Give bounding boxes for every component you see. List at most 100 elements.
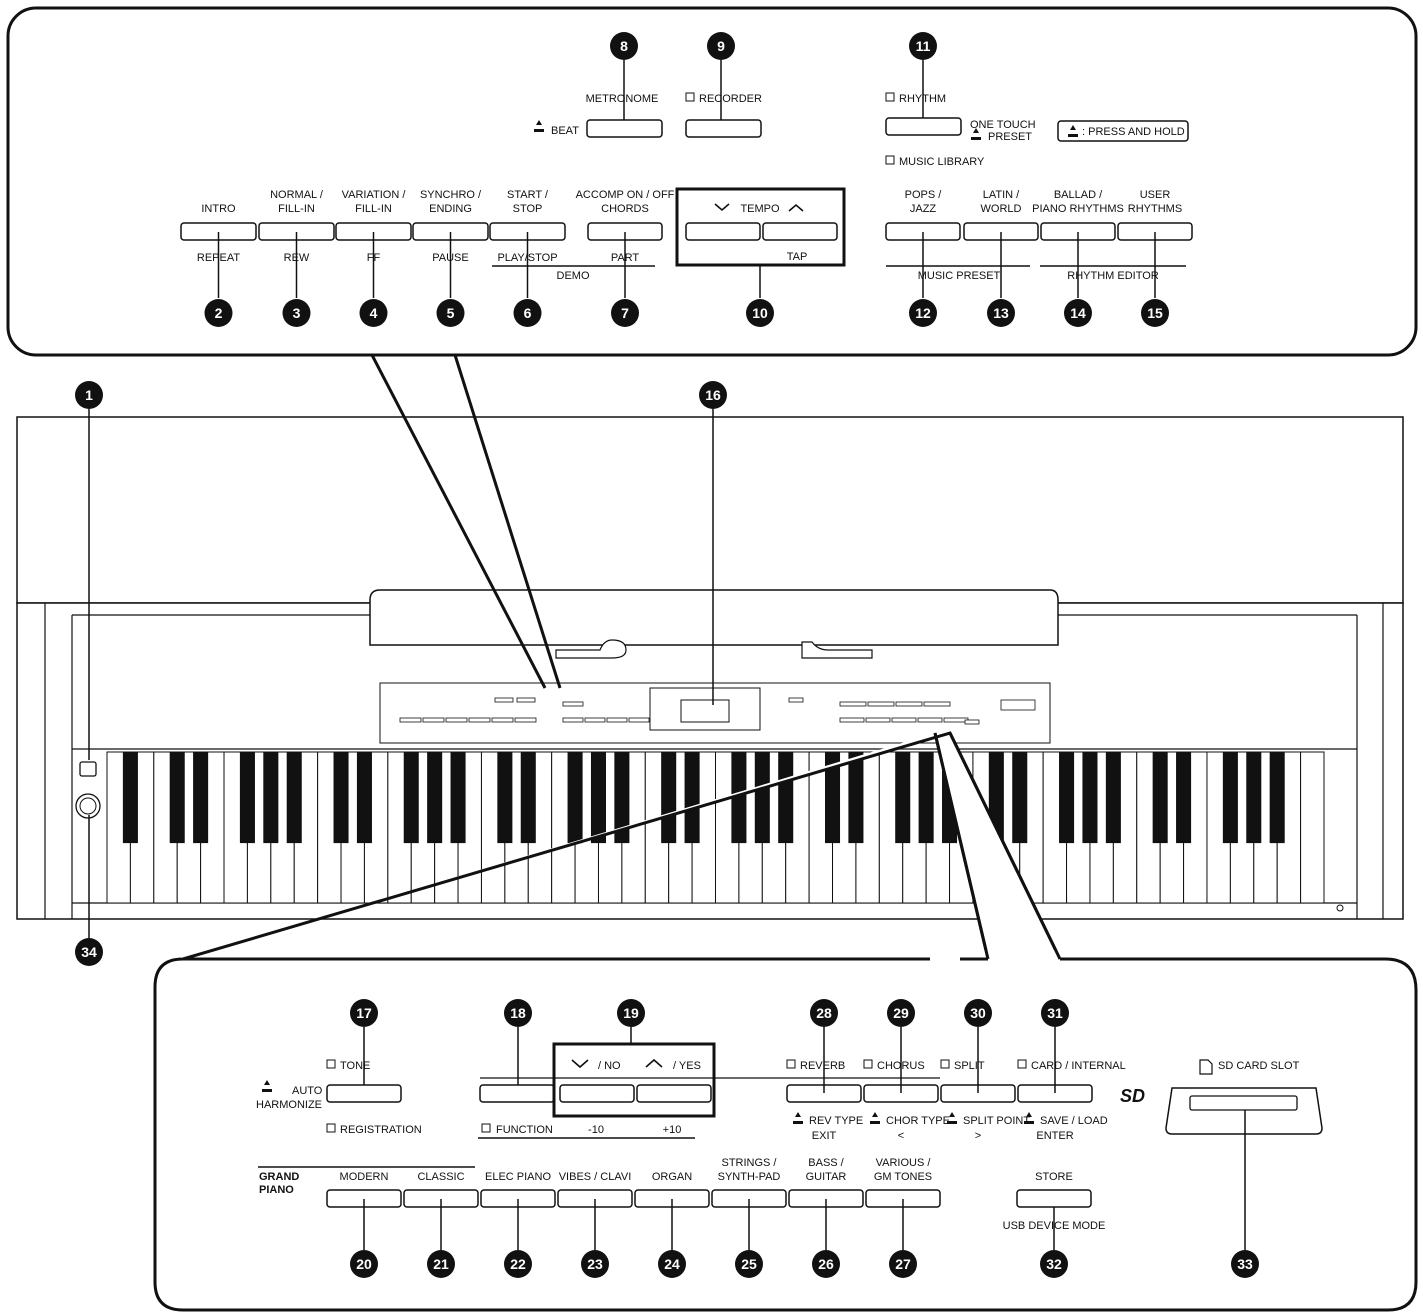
callout-22 [504, 1250, 532, 1278]
callout-10 [746, 299, 774, 327]
black-key[interactable] [427, 751, 443, 844]
rhythm-editor-label: RHYTHM EDITOR [1067, 270, 1159, 282]
strings-label-1: STRINGS / [721, 1157, 777, 1169]
classic-label: CLASSIC [417, 1171, 464, 1183]
svg-text:8: 8 [620, 38, 628, 54]
black-key[interactable] [193, 751, 209, 844]
card-indicator [1017, 1059, 1027, 1069]
card-label: CARD / INTERNAL [1031, 1060, 1126, 1072]
black-key[interactable] [1269, 751, 1285, 844]
black-key[interactable] [333, 751, 349, 844]
press-hold-icon [1024, 1112, 1034, 1124]
callout-6 [513, 299, 542, 327]
yes-label: / YES [673, 1060, 701, 1072]
black-key[interactable] [239, 751, 255, 844]
black-key[interactable] [169, 751, 185, 844]
store-button[interactable] [1016, 1189, 1092, 1208]
black-key[interactable] [778, 751, 794, 844]
callout-34 [75, 938, 103, 966]
vibes-label: VIBES / CLAVI [559, 1171, 632, 1183]
press-hold-icon [262, 1080, 272, 1092]
variation-label-2: FILL-IN [355, 203, 392, 215]
power-button[interactable] [79, 761, 97, 777]
bass-label-1: BASS / [808, 1157, 844, 1169]
start-label-1: START / [507, 189, 549, 201]
yes-button[interactable] [636, 1084, 712, 1103]
callout-18 [504, 999, 532, 1027]
black-key[interactable] [1246, 751, 1262, 844]
synchro-label-1: SYNCHRO / [420, 189, 482, 201]
black-key[interactable] [918, 751, 934, 844]
rhythm-button[interactable] [885, 117, 962, 136]
black-key[interactable] [403, 751, 419, 844]
black-key[interactable] [684, 751, 700, 844]
black-key[interactable] [356, 751, 372, 844]
recorder-button[interactable] [685, 119, 762, 138]
tempo-up-button[interactable] [762, 222, 838, 241]
black-key[interactable] [520, 751, 536, 844]
press-hold-icon [870, 1112, 880, 1124]
sd-card-slot[interactable] [1165, 1087, 1323, 1135]
callout-4 [359, 299, 388, 327]
press-hold-icon [947, 1112, 957, 1124]
callout-14-number: 14 [1070, 305, 1086, 321]
start-label-2: STOP [513, 203, 543, 215]
sd-card-slot-label: SD CARD SLOT [1218, 1060, 1300, 1072]
black-key[interactable] [1059, 751, 1075, 844]
callout-31-number: 31 [1047, 1005, 1063, 1021]
split-sub-label: > [975, 1130, 981, 1142]
black-key[interactable] [590, 751, 607, 844]
white-key[interactable] [1300, 751, 1325, 904]
black-key[interactable] [1105, 751, 1121, 844]
black-key[interactable] [1152, 751, 1168, 844]
bass-label-2: GUITAR [806, 1171, 847, 1183]
black-key[interactable] [895, 751, 911, 844]
function-indicator [481, 1123, 491, 1133]
black-key[interactable] [497, 751, 513, 844]
normal-label-2: FILL-IN [278, 203, 315, 215]
black-key[interactable] [1176, 751, 1192, 844]
black-key[interactable] [848, 751, 864, 844]
callout-23 [581, 1250, 609, 1278]
tempo-down-button[interactable] [685, 222, 761, 241]
chorus-sub-label: < [898, 1130, 904, 1142]
black-key[interactable] [122, 751, 138, 844]
black-key[interactable] [450, 751, 466, 844]
tone-button[interactable] [326, 1084, 402, 1103]
callout-23-number: 23 [587, 1256, 603, 1272]
callout-21-number: 21 [433, 1256, 449, 1272]
svg-text:11: 11 [916, 38, 931, 54]
callout-30 [964, 999, 992, 1027]
reverb-label: REVERB [800, 1060, 845, 1072]
black-key[interactable] [286, 751, 302, 844]
callout-7 [611, 299, 639, 327]
metronome-button[interactable] [586, 119, 663, 138]
auto-label: AUTO [292, 1085, 323, 1097]
black-key[interactable] [1082, 751, 1098, 844]
no-label: / NO [598, 1060, 621, 1072]
recorder-indicator [685, 92, 695, 102]
black-key[interactable] [1222, 751, 1238, 844]
no-button[interactable] [559, 1084, 635, 1103]
black-key[interactable] [614, 751, 630, 844]
sd-slot-opening [1189, 1095, 1298, 1111]
callout-20 [350, 1250, 378, 1278]
black-key[interactable] [263, 751, 279, 844]
black-key[interactable] [661, 751, 677, 844]
accomp-label-2: CHORDS [601, 203, 649, 215]
music-library-indicator [885, 155, 895, 165]
black-key[interactable] [824, 751, 841, 844]
black-key[interactable] [754, 751, 770, 844]
function-button[interactable] [479, 1084, 555, 1103]
callout-26 [812, 1250, 840, 1278]
callout-29-number: 29 [893, 1005, 909, 1021]
svg-text:33: 33 [1237, 1256, 1253, 1272]
reverb-hold-label: REV TYPE [809, 1115, 863, 1127]
sd-logo: SD [1120, 1086, 1145, 1106]
callout-20-number: 20 [356, 1256, 372, 1272]
black-key[interactable] [567, 751, 583, 844]
tone-indicator [326, 1059, 336, 1069]
callout-16 [699, 381, 727, 409]
black-key[interactable] [1012, 751, 1028, 844]
